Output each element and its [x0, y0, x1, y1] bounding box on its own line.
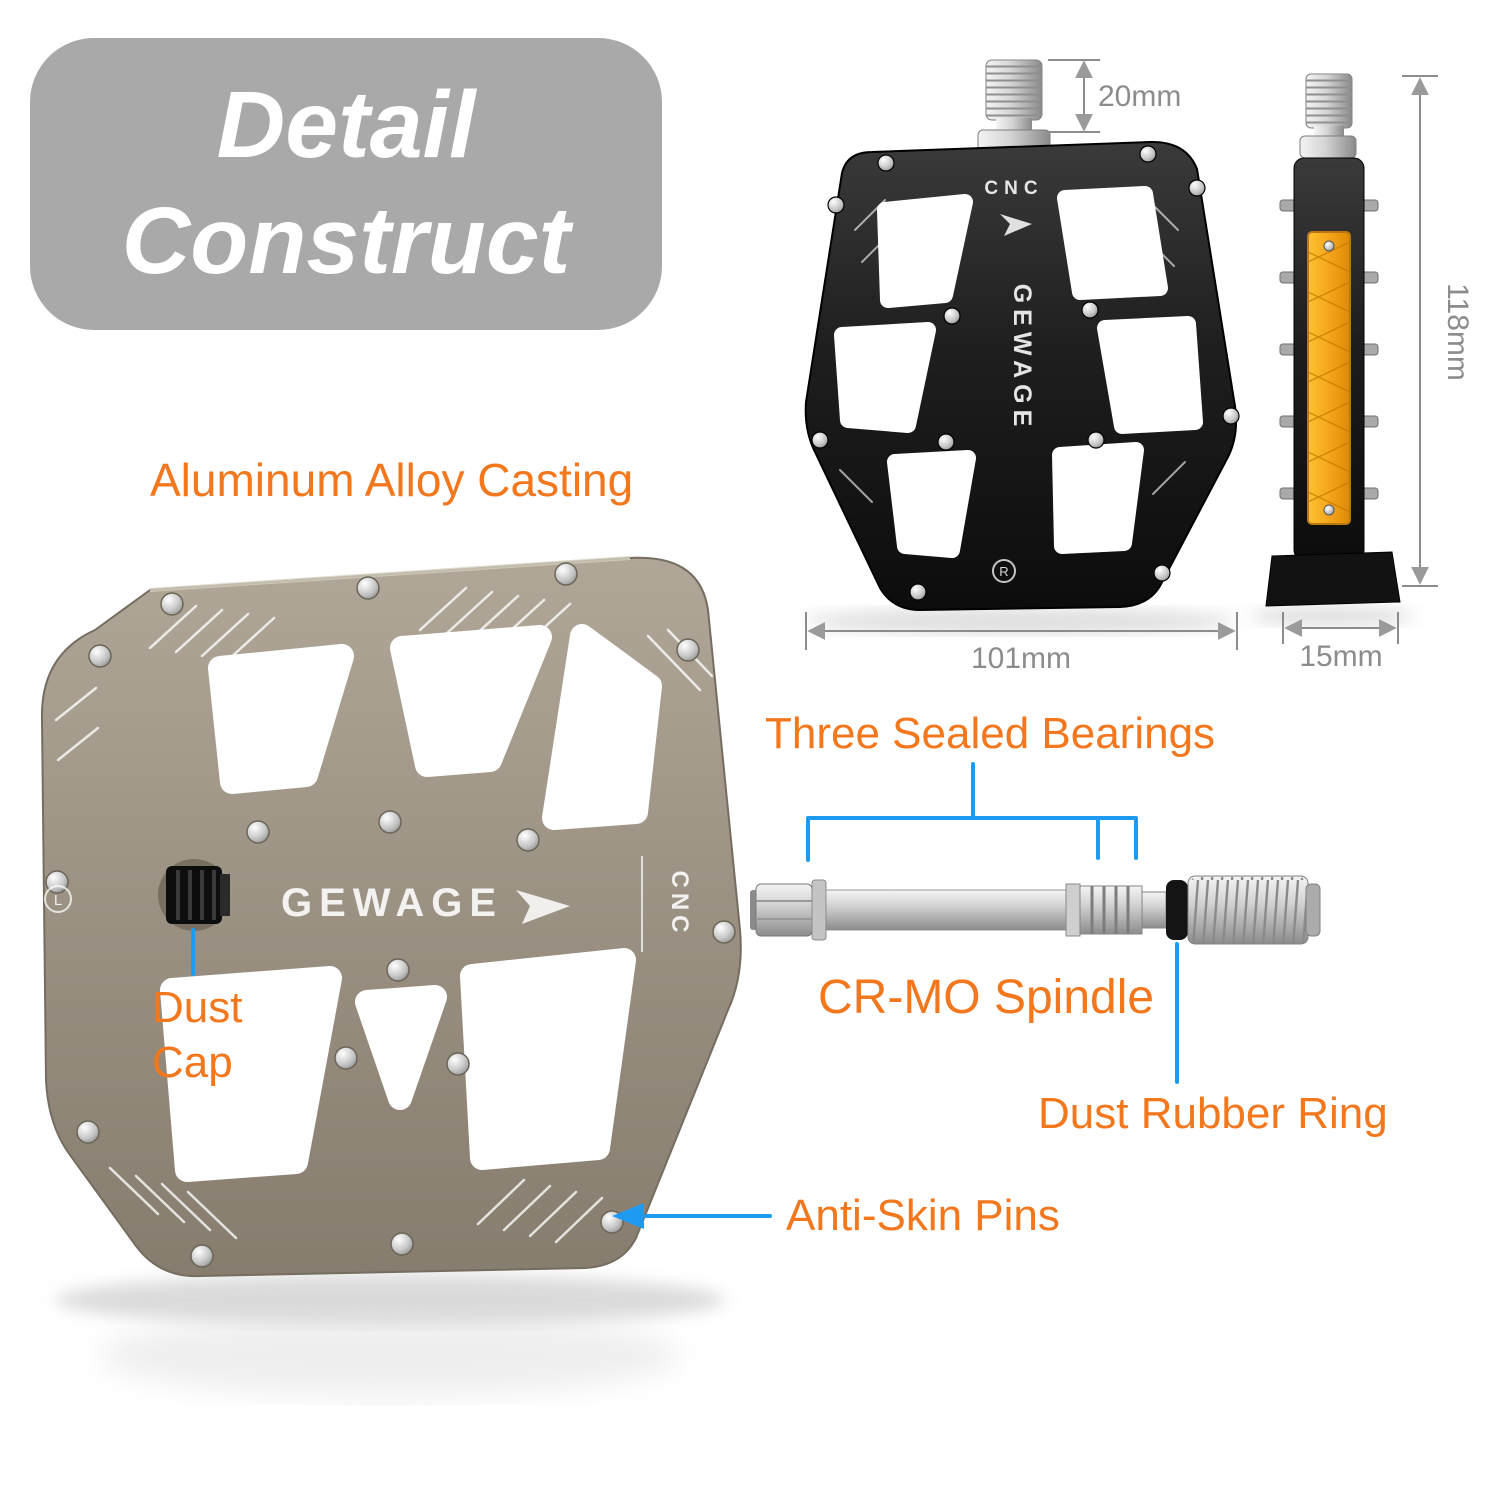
callout-bearings-line: [806, 762, 1138, 862]
callout-anti-skin-arrow: [612, 1203, 644, 1229]
pedal-side-view: [1265, 73, 1401, 607]
label-anti-skin-pins: Anti-Skin Pins: [786, 1191, 1060, 1240]
dust-cap: [158, 859, 230, 931]
top-view-spindle: [977, 59, 1051, 157]
label-aluminum-alloy-casting: Aluminum Alloy Casting: [150, 454, 634, 506]
label-dust-cap-line2: Cap: [152, 1038, 233, 1087]
large-pedal-pins: [45, 562, 736, 1268]
spindle-illustration: [750, 875, 1321, 945]
side-view-spindle: [1299, 73, 1357, 159]
pedal-top-view: CNC GEWAGE R: [804, 59, 1240, 611]
title-line1: Detail: [216, 72, 476, 179]
top-view-cnc-mark: CNC: [984, 178, 1043, 199]
top-view-brand-text: GEWAGE: [1008, 284, 1036, 433]
top-view-cutouts: [834, 186, 1203, 558]
label-three-sealed-bearings: Three Sealed Bearings: [765, 709, 1216, 758]
large-pedal-cnc-mark: CNC: [666, 871, 693, 938]
dim-spindle-height: 20mm: [1098, 80, 1181, 113]
label-dust-cap-line1: Dust: [152, 983, 243, 1032]
top-view-logo-icon: [1000, 214, 1032, 236]
pedal-large-front: GEWAGE CNC L: [40, 556, 742, 1278]
dim-pedal-width: 101mm: [971, 642, 1071, 675]
top-view-right-mark: R: [992, 559, 1016, 583]
side-view-reflector: [1307, 231, 1351, 525]
label-dust-rubber-ring: Dust Rubber Ring: [1038, 1089, 1388, 1138]
dim-pedal-length: 118mm: [1441, 283, 1474, 381]
large-pedal-brand-text: GEWAGE: [281, 881, 503, 925]
large-pedal-logo-icon: [516, 890, 570, 924]
callout-lines: [191, 762, 1179, 1229]
top-view-pins: [811, 145, 1240, 601]
label-cr-mo-spindle: CR-MO Spindle: [818, 971, 1155, 1024]
title-badge: Detail Construct: [30, 38, 662, 330]
left-mark-letter: L: [54, 892, 62, 909]
title-line2: Construct: [121, 188, 571, 294]
label-dust-cap: Dust Cap: [152, 980, 242, 1090]
dust-rubber-ring-part: [1166, 880, 1188, 940]
dimension-lines: 20mm 101mm 15mm 118mm: [805, 59, 1474, 675]
large-pedal-left-mark: L: [44, 885, 72, 913]
dim-pedal-thickness: 15mm: [1299, 640, 1382, 673]
side-view-base: [1265, 551, 1401, 607]
large-pedal-cutouts: [160, 624, 662, 1182]
top-view-hatching: [839, 199, 1186, 503]
right-mark-letter: R: [999, 564, 1008, 579]
